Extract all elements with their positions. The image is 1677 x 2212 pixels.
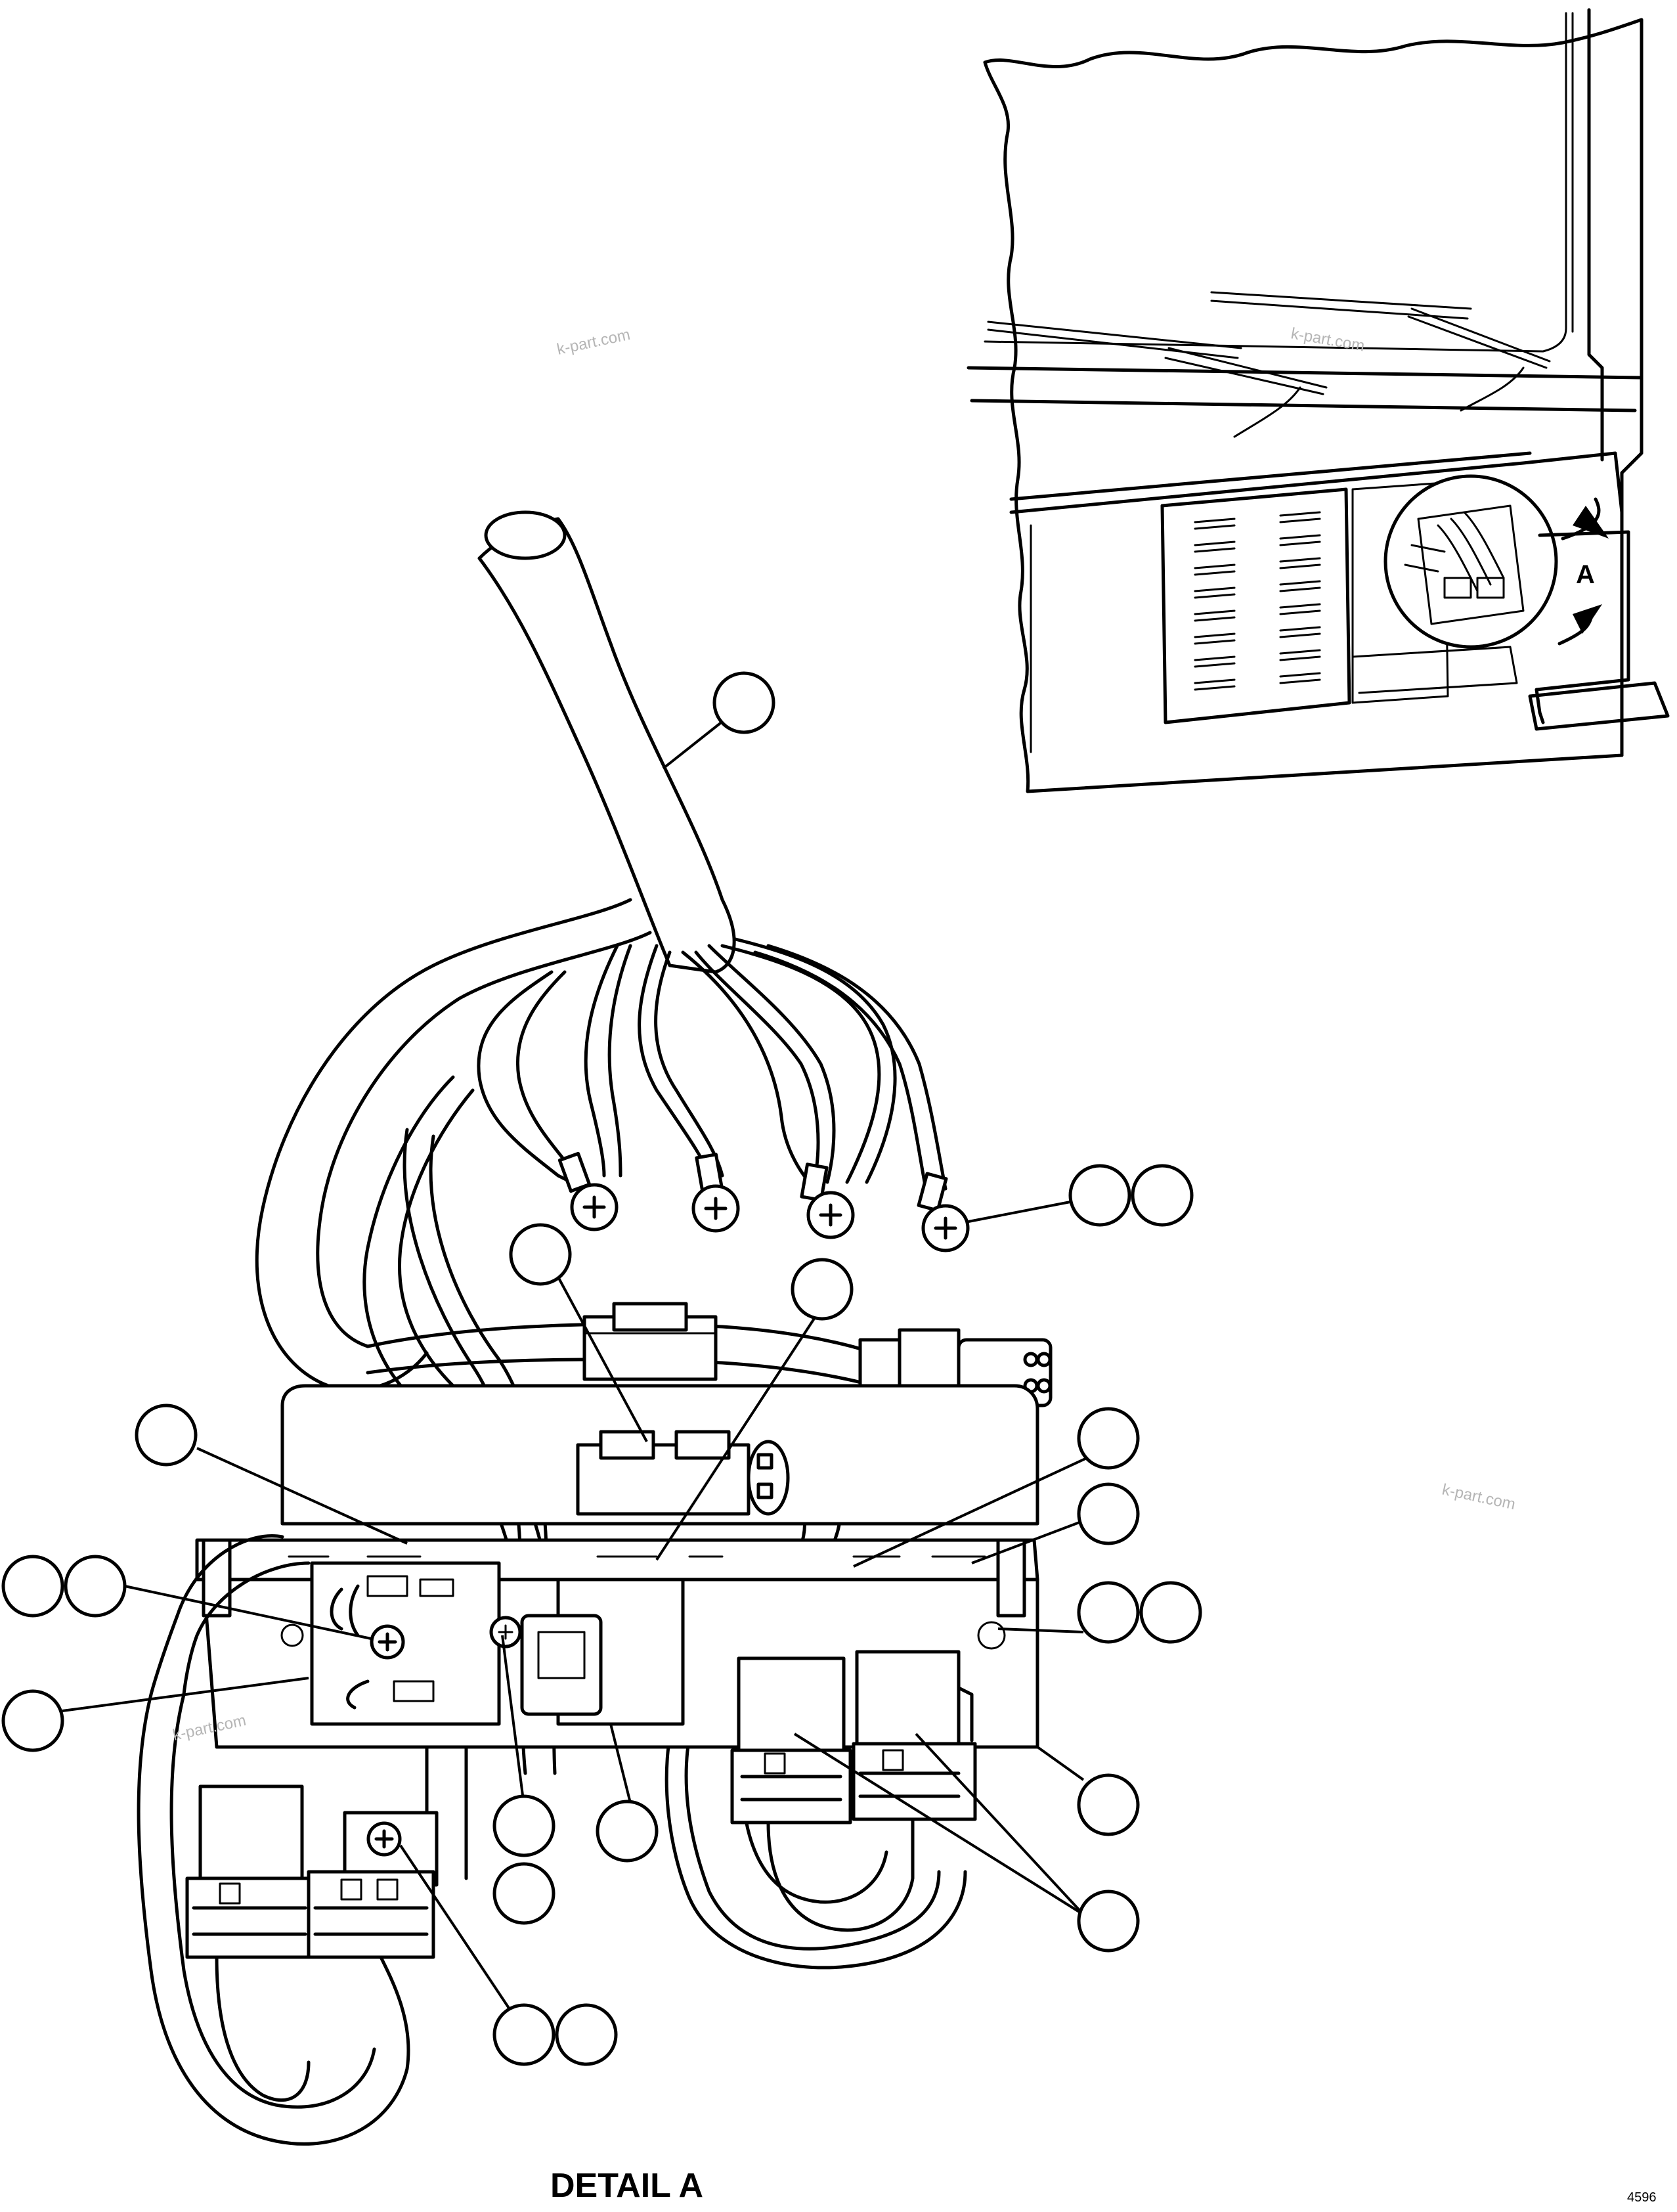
callout-circle (1077, 1890, 1140, 1953)
callout-circle (1, 1689, 64, 1752)
callout-circle (492, 1794, 555, 1857)
inset-louvers (1194, 511, 1321, 691)
harness-right-loop-inner (740, 1771, 888, 1904)
inset-wiper-right-arm (1407, 307, 1551, 369)
inset-view: A (967, 8, 1670, 793)
callout-circle (555, 2003, 618, 2066)
callout-circle (1077, 1407, 1140, 1470)
figure-number: 4596 (1627, 2190, 1657, 2205)
inset-frame-rail (1587, 8, 1604, 462)
callout-circle (1068, 1164, 1131, 1227)
callout-circle (492, 2003, 555, 2066)
inset-wiper-left-arm (1164, 347, 1328, 395)
watermark: k-part.com (1290, 324, 1366, 355)
callout-circle (791, 1258, 854, 1321)
terminal-block-left (280, 1561, 501, 1726)
ring-terminal-2 (691, 1153, 740, 1233)
callout-circle (1139, 1581, 1202, 1644)
callout-circle (1077, 1773, 1140, 1836)
inset-magnifier-content (1404, 504, 1525, 625)
view-label: A (1576, 560, 1595, 589)
plate-hole-right (977, 1621, 1006, 1650)
main-cable-trunk (477, 517, 736, 974)
inset-wiper-left (987, 321, 1242, 359)
callout-circle (509, 1223, 572, 1286)
watermark: k-part.com (555, 326, 632, 359)
view-arrow-bottom-head (1573, 604, 1602, 634)
detail-caption: DETAIL A (550, 2167, 703, 2205)
ring-terminal-1 (557, 1151, 619, 1231)
harness-bottom-loop-left (137, 1692, 410, 2146)
callout-circle (64, 1555, 127, 1618)
inset-frame-rail-inner (984, 12, 1567, 353)
callout-circle (1077, 1482, 1140, 1545)
callout-circle (1, 1555, 64, 1618)
wire-fan (477, 937, 947, 1197)
harness-bottom-loop-left-b (169, 1692, 376, 2109)
callout-circle (596, 1800, 659, 1863)
inset-compartment (1009, 451, 1624, 757)
relay-right-1 (730, 1656, 852, 1825)
inset-interior-shelf (1351, 646, 1518, 694)
harness-relay-cable-b (429, 1134, 548, 1611)
ring-terminal-4 (917, 1172, 970, 1252)
inset-cowl-lower (970, 399, 1637, 412)
callout-circle (712, 671, 775, 734)
mounting-plate-tab-right (996, 1538, 1026, 1618)
inset-cab-outline (983, 18, 1644, 793)
inset-base (1528, 681, 1670, 731)
relay-left-1 (185, 1784, 314, 1959)
ring-terminal-3 (800, 1162, 855, 1239)
harness-left-loop-inner (316, 931, 652, 1348)
harness-left-cable-outer (149, 1534, 284, 1696)
callouts (1, 671, 1202, 2066)
callout-circle (1131, 1164, 1194, 1227)
harness-bottom-right-loop (766, 1817, 915, 1932)
relay-left-2 (307, 1811, 439, 1959)
inset-compartment-top (1009, 451, 1532, 501)
inset-magnifier (1383, 474, 1558, 649)
relay-center (489, 1578, 685, 1726)
harness-bottom-loop-mid (215, 1955, 311, 2102)
connector-top (582, 1302, 718, 1381)
inset-wiper-left-pivot (1233, 386, 1301, 438)
main-harness (137, 510, 1053, 2146)
harness-right-arch-b (664, 1443, 967, 1970)
relay-right-2 (852, 1650, 977, 1821)
inset-bracket (1535, 530, 1630, 724)
watermark: k-part.com (1441, 1480, 1517, 1513)
inset-louver-panel (1160, 487, 1351, 724)
callout-circle (1077, 1581, 1140, 1644)
inset-wiper-right (1210, 291, 1472, 320)
connector-center (576, 1430, 790, 1516)
harness-left-cable-inner (182, 1561, 311, 1696)
inset-interior (1351, 481, 1449, 704)
main-cable-end (484, 510, 567, 560)
leader-lines (62, 705, 1094, 2034)
inset-cowl (967, 366, 1644, 380)
callout-circle (135, 1404, 198, 1467)
view-arrow-top-head (1573, 506, 1609, 539)
callout-circle (492, 1862, 555, 1925)
inset-wiper-right-pivot (1460, 366, 1525, 412)
